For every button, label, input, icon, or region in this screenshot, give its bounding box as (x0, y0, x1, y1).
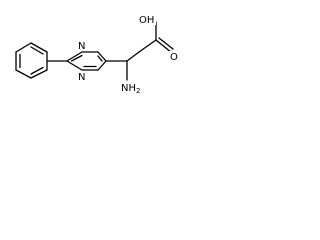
amino-label: NH2 (121, 83, 140, 95)
bond (97, 51, 107, 62)
phenyl-ring (15, 42, 48, 79)
bond (97, 60, 107, 71)
bond (66, 51, 83, 62)
nitrogen-label: N (78, 72, 85, 83)
bond (30, 42, 48, 53)
bond (15, 69, 32, 79)
bond (30, 69, 48, 79)
nitrogen-label: N (78, 41, 85, 52)
side-chain (105, 21, 174, 81)
double-bond-inner (158, 37, 174, 50)
amino-subscript: 2 (136, 87, 140, 95)
bond (138, 39, 157, 53)
pyrimidine-ring (66, 51, 107, 71)
double-bond-inner (97, 55, 103, 62)
oxygen-label: O (170, 52, 178, 63)
bond (155, 39, 173, 54)
double-bond-inner (30, 66, 44, 75)
bond (15, 42, 32, 53)
double-bond-inner (30, 46, 44, 55)
bond (126, 51, 140, 62)
hydroxyl-label: OH (139, 15, 154, 26)
bond (66, 60, 83, 71)
chemical-structure: N N OH O NH2 (15, 14, 179, 95)
double-bond-inner (70, 54, 83, 62)
amino-main: NH (121, 83, 136, 94)
